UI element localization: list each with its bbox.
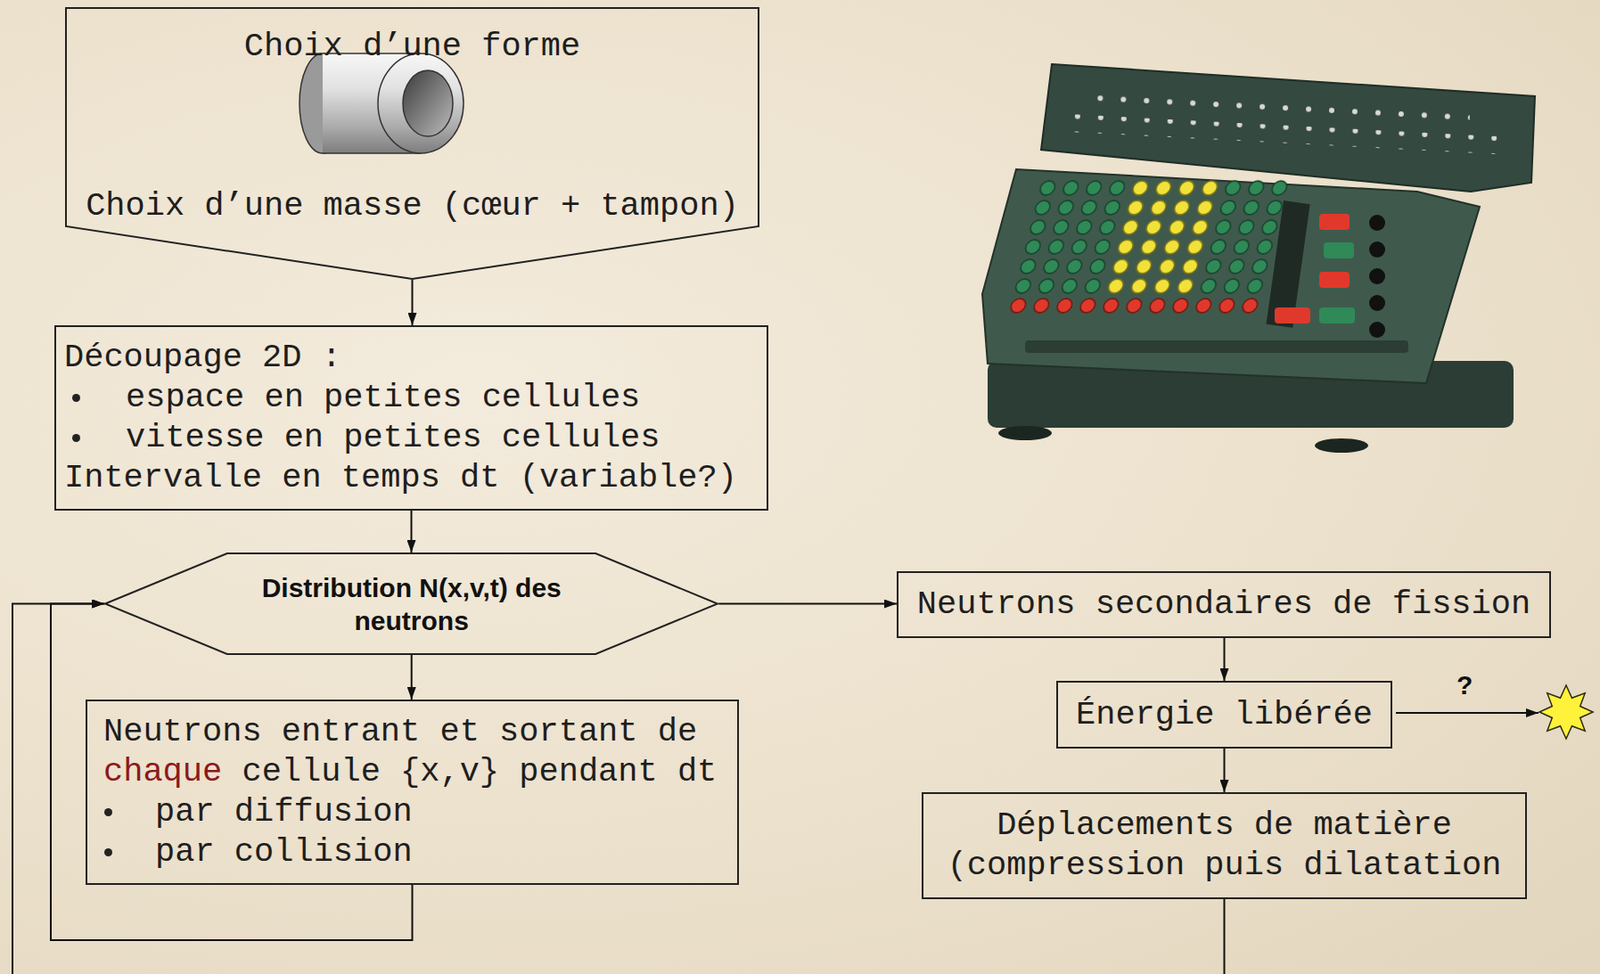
box-text: Intervalle en temps dt (variable?) <box>64 459 738 497</box>
cylinder-figure <box>299 53 464 154</box>
bullet-dot <box>104 808 113 817</box>
text-line: Neutrons entrant et sortant de <box>103 712 717 753</box>
connector-arrow <box>410 655 413 700</box>
leader-arrow <box>1395 712 1539 714</box>
bullet-item: vitesse en petites cellules <box>64 418 738 459</box>
process-box: Découpage 2D :espace en petites cellules… <box>54 325 769 511</box>
text-line: Intervalle en temps dt (variable?) <box>64 458 738 499</box>
text-stack: Énergie libérée <box>1075 695 1373 736</box>
connector-arrow <box>410 510 413 553</box>
process-box: Déplacements de matière (compression pui… <box>921 792 1527 900</box>
shape-outline <box>65 8 759 279</box>
bullet-dot <box>72 393 81 403</box>
input-pentagon: Choix d’une formeChoix d’une masse (cœur… <box>65 7 760 280</box>
bullet-item: par diffusion <box>103 792 717 833</box>
hexagon-node: Distribution N(x,v,t) des neutrons <box>104 552 719 656</box>
connector-arrow <box>411 279 414 326</box>
connector-arrow <box>718 603 897 606</box>
process-box: Neutrons secondaires de fission <box>896 571 1551 639</box>
bullet-text: espace en petites cellules <box>125 378 640 417</box>
text-stack: Découpage 2D :espace en petites cellules… <box>64 337 738 499</box>
bullet-text: vitesse en petites cellules <box>125 418 661 457</box>
text-stack: Déplacements de matière (compression pui… <box>935 805 1515 887</box>
shape-text: Choix d’une forme <box>244 26 581 67</box>
highlight-word: chaque <box>103 753 222 791</box>
text-stack: Distribution N(x,v,t) des neutrons <box>242 571 582 638</box>
calculator-figure <box>982 64 1535 453</box>
box-text: Neutrons entrant et sortant de <box>103 713 698 751</box>
box-text: cellule {x,v} pendant dt <box>241 753 717 791</box>
connector-arrow <box>1223 748 1226 793</box>
hexagon-outline <box>104 552 719 656</box>
hexagon-text: Distribution N(x,v,t) des neutrons <box>242 571 582 638</box>
text-line: chaque cellule {x,v} pendant dt <box>103 752 717 793</box>
question-mark: ? <box>1456 670 1473 701</box>
text-stack: Neutrons secondaires de fission <box>917 584 1531 625</box>
box-text: Énergie libérée <box>1075 695 1373 736</box>
box-text: Déplacements de matière (compression pui… <box>935 805 1515 887</box>
shape-text: Choix d’une masse (cœur + tampon) <box>85 186 739 227</box>
process-box: Énergie libérée <box>1056 681 1393 749</box>
bullet-dot <box>72 434 81 443</box>
bullet-item: espace en petites cellules <box>64 377 738 419</box>
bullet-item: par collision <box>103 832 717 873</box>
process-box: Neutrons entrant et sortant dechaque cell… <box>85 699 739 886</box>
connector-arrow <box>12 604 1225 974</box>
text-line: Découpage 2D : <box>64 337 738 378</box>
bullet-text: par collision <box>155 833 413 871</box>
connector-arrow <box>1223 638 1226 682</box>
shape-outline <box>105 553 718 655</box>
bullet-dot <box>104 848 113 857</box>
explosion-star <box>1539 685 1593 739</box>
box-text: Neutrons secondaires de fission <box>917 584 1531 625</box>
text-stack: Neutrons entrant et sortant dechaque cell… <box>103 712 717 873</box>
bullet-text: par diffusion <box>155 793 413 831</box>
box-text: Découpage 2D : <box>64 338 342 377</box>
